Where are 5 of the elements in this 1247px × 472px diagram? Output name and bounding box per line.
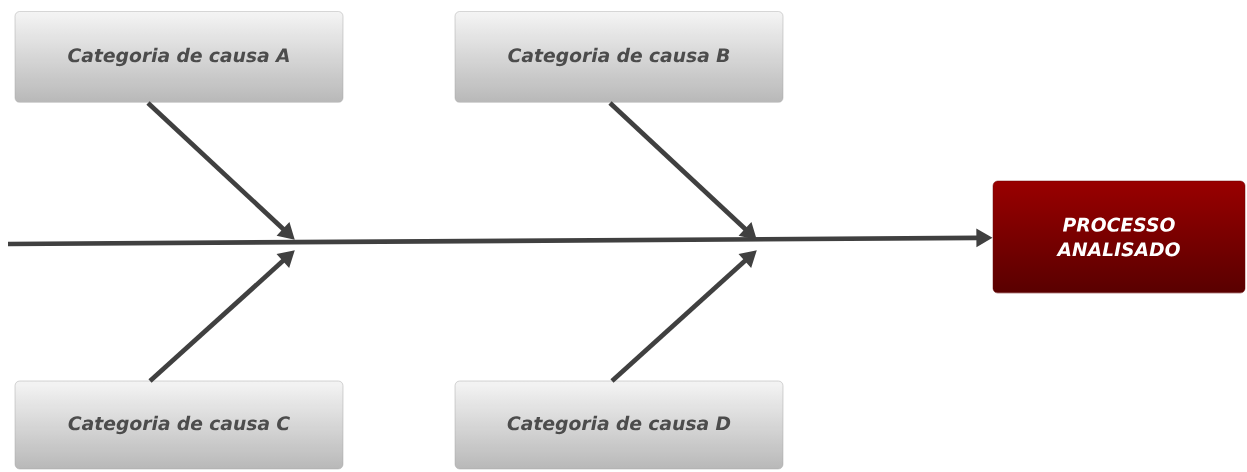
cause-box: Categoria de causa A bbox=[14, 11, 344, 103]
cause-box: Categoria de causa C bbox=[14, 380, 344, 470]
cause-box: Categoria de causa B bbox=[454, 11, 784, 103]
effect-box: PROCESSO ANALISADO bbox=[992, 180, 1246, 294]
cause-box: Categoria de causa D bbox=[454, 380, 784, 470]
